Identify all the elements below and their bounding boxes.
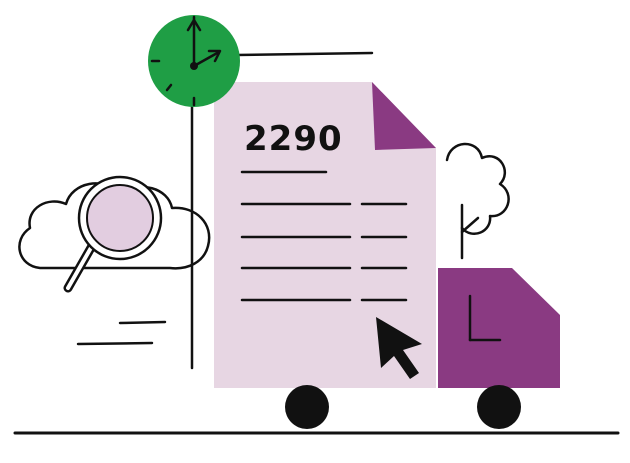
speed-lines: [76, 320, 167, 346]
rear-wheel: [285, 385, 329, 429]
document-folded-corner: [372, 82, 436, 150]
truck-cab: [438, 268, 560, 388]
document-body: [214, 82, 436, 388]
truck-wheels: [285, 385, 521, 429]
truck-door-outline: [468, 294, 502, 342]
clock-icon: [148, 15, 240, 107]
document-text-lines: [240, 170, 408, 302]
tree-icon: [445, 142, 510, 260]
mouse-pointer-icon: [376, 317, 422, 379]
form-number: 2290: [244, 119, 343, 159]
front-wheel: [477, 385, 521, 429]
clock-arm-line: [234, 51, 374, 57]
magnifying-glass-icon: [63, 175, 163, 293]
